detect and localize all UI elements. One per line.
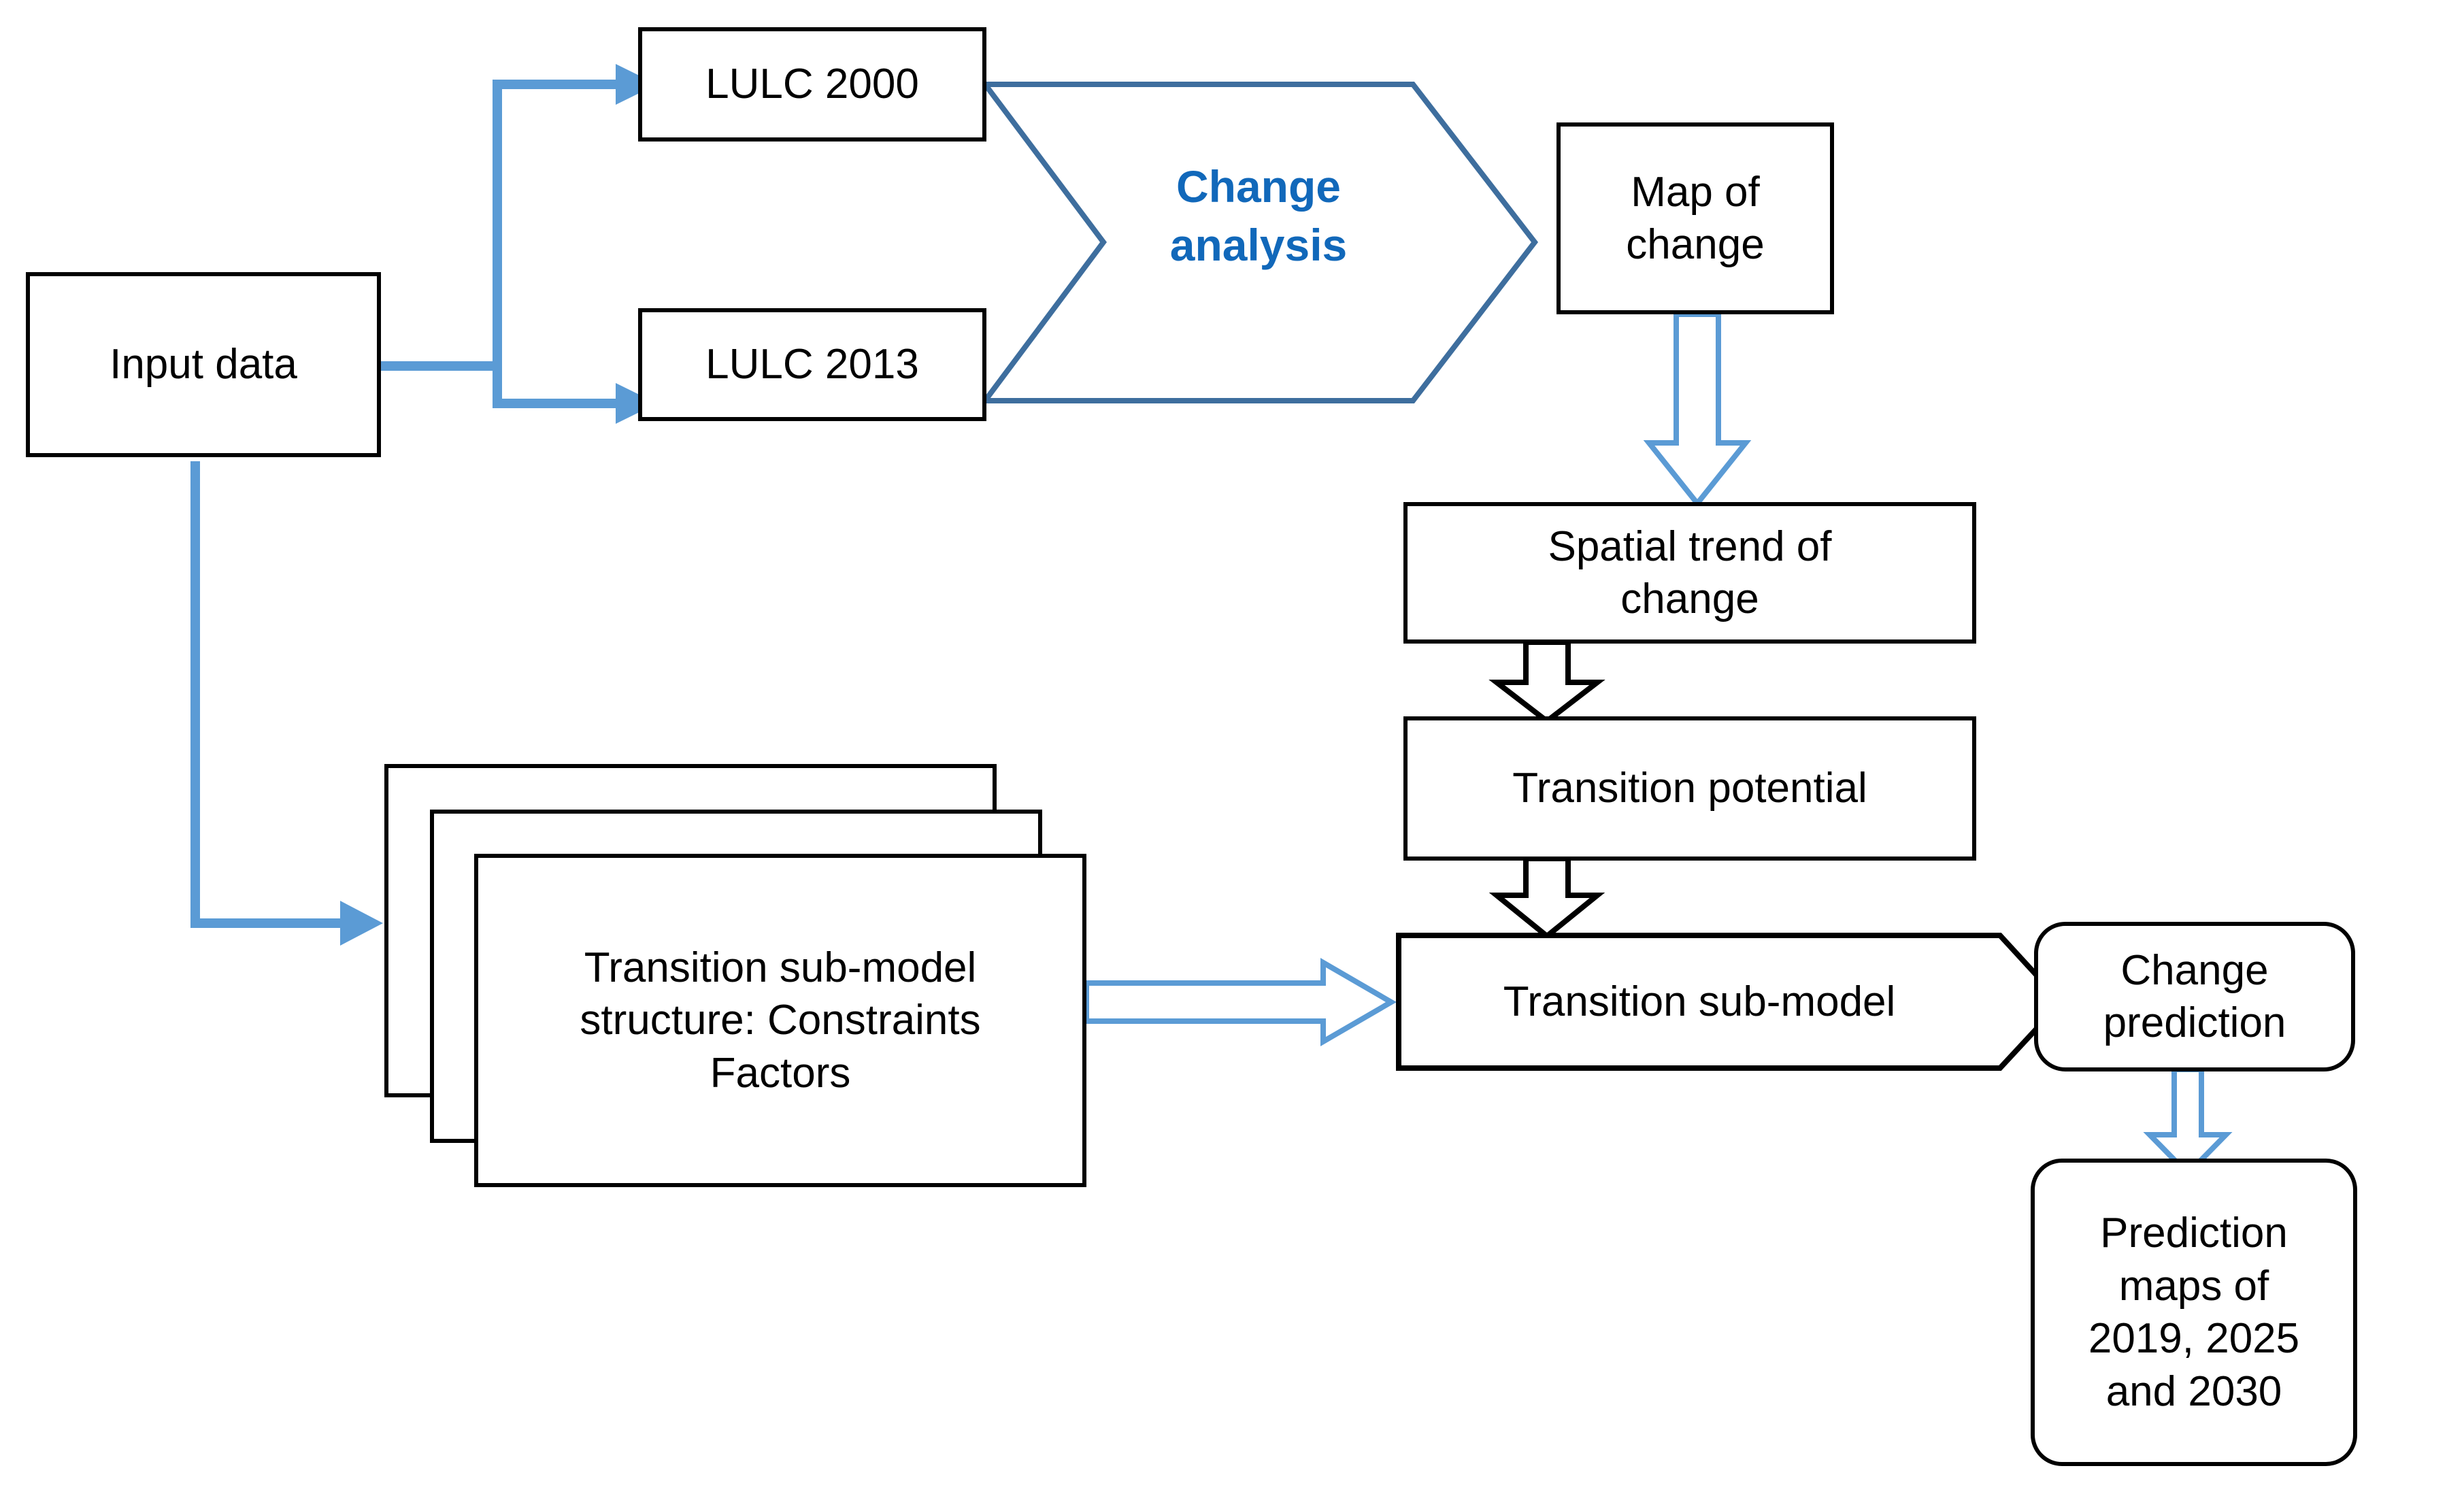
shape-change-analysis-chevron <box>980 82 1539 403</box>
node-change-analysis-label: Change analysis <box>1169 161 1348 270</box>
node-spatial-trend-of-change-label: Spatial trend of change <box>1548 522 1832 623</box>
node-spatial-trend-of-change[interactable]: Spatial trend of change <box>1403 502 1976 644</box>
node-map-of-change[interactable]: Map of change <box>1556 122 1834 314</box>
node-input-data[interactable]: Input data <box>26 272 381 457</box>
edge-structure-to-submodel <box>1084 958 1397 1046</box>
edge-map-to-spatial-trend <box>1643 312 1752 508</box>
node-input-data-label: Input data <box>110 341 297 388</box>
node-lulc-2013-label: LULC 2013 <box>705 341 919 388</box>
edge-input-to-submodel-structure <box>190 461 383 946</box>
node-lulc-2000[interactable]: LULC 2000 <box>638 27 986 142</box>
shape-transition-submodel-pentagon <box>1396 933 2065 1071</box>
node-lulc-2013[interactable]: LULC 2013 <box>638 308 986 421</box>
edge-input-to-lulc2013 <box>493 364 657 424</box>
node-submodel-structure-front[interactable]: Transition sub-model structure: Constrai… <box>474 854 1086 1187</box>
edge-change-prediction-to-maps <box>2143 1067 2233 1178</box>
node-change-prediction[interactable]: Change prediction <box>2034 922 2355 1071</box>
node-map-of-change-label: Map of change <box>1626 168 1765 269</box>
node-submodel-structure-label: Transition sub-model structure: Constrai… <box>580 944 981 1097</box>
node-transition-potential[interactable]: Transition potential <box>1403 716 1976 861</box>
node-transition-submodel-label: Transition sub-model <box>1503 978 1896 1025</box>
node-lulc-2000-label: LULC 2000 <box>705 61 919 108</box>
edge-spatial-trend-to-potential <box>1488 639 1605 725</box>
node-prediction-maps-label: Prediction maps of 2019, 2025 and 2030 <box>2088 1210 2300 1415</box>
node-prediction-maps[interactable]: Prediction maps of 2019, 2025 and 2030 <box>2031 1159 2357 1466</box>
node-transition-submodel-label-wrap[interactable]: Transition sub-model <box>1399 935 2000 1068</box>
edge-input-to-lulc2000 <box>381 64 657 371</box>
edge-potential-to-submodel <box>1488 856 1605 940</box>
node-transition-potential-label: Transition potential <box>1512 765 1867 812</box>
node-change-prediction-label: Change prediction <box>2103 946 2286 1047</box>
